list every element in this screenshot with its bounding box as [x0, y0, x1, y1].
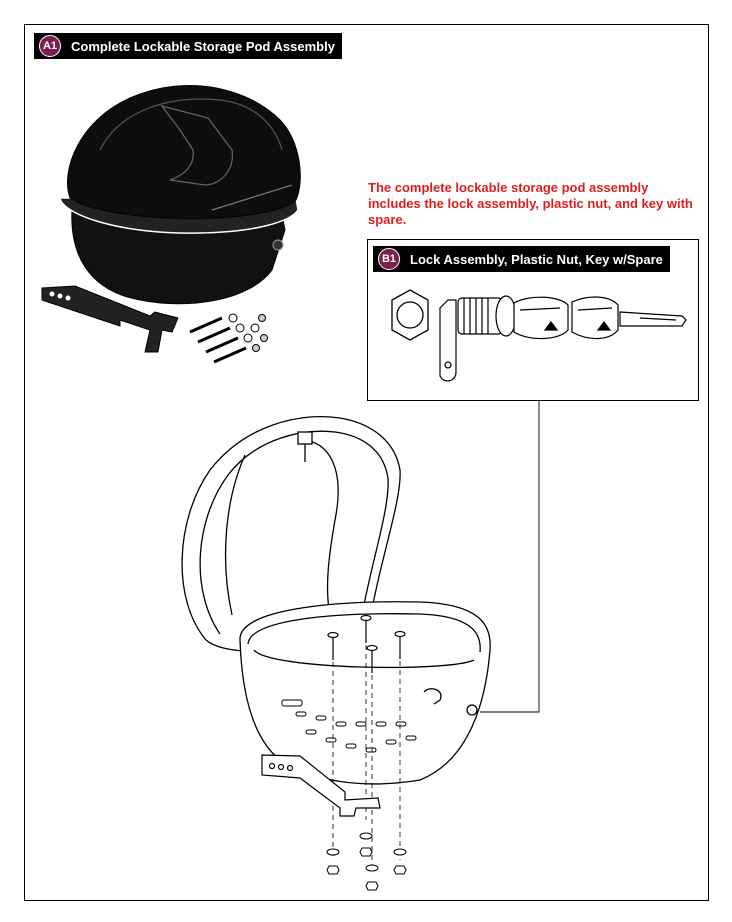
screw-icon	[327, 614, 406, 673]
storage-pod-closed-icon	[59, 85, 301, 305]
key-icon	[513, 296, 687, 340]
assembly-note: The complete lockable storage pod assemb…	[368, 180, 693, 227]
washer-icon	[228, 313, 260, 343]
part-label-b1: B1 Lock Assembly, Plastic Nut, Key w/Spa…	[373, 246, 670, 272]
part-title-b1: Lock Assembly, Plastic Nut, Key w/Spare	[410, 251, 663, 267]
mounting-bracket-icon	[261, 754, 381, 817]
part-badge-b1: B1	[378, 248, 400, 270]
nut-icon	[326, 847, 407, 891]
plastic-nut-icon	[391, 289, 429, 341]
screw-icon	[189, 316, 247, 364]
part-title-a1: Complete Lockable Storage Pod Assembly	[71, 38, 335, 54]
diagram-frame	[24, 24, 709, 901]
lock-cylinder-icon	[439, 295, 517, 382]
part-badge-a1: A1	[39, 35, 61, 57]
mounting-bracket-icon	[41, 285, 179, 353]
storage-pod-open-icon	[181, 415, 491, 785]
leader-line	[480, 401, 540, 713]
part-label-a1: A1 Complete Lockable Storage Pod Assembl…	[34, 33, 342, 59]
nut-icon	[252, 314, 268, 352]
washer-icon	[326, 832, 407, 872]
assembly-guide-lines	[332, 645, 401, 870]
